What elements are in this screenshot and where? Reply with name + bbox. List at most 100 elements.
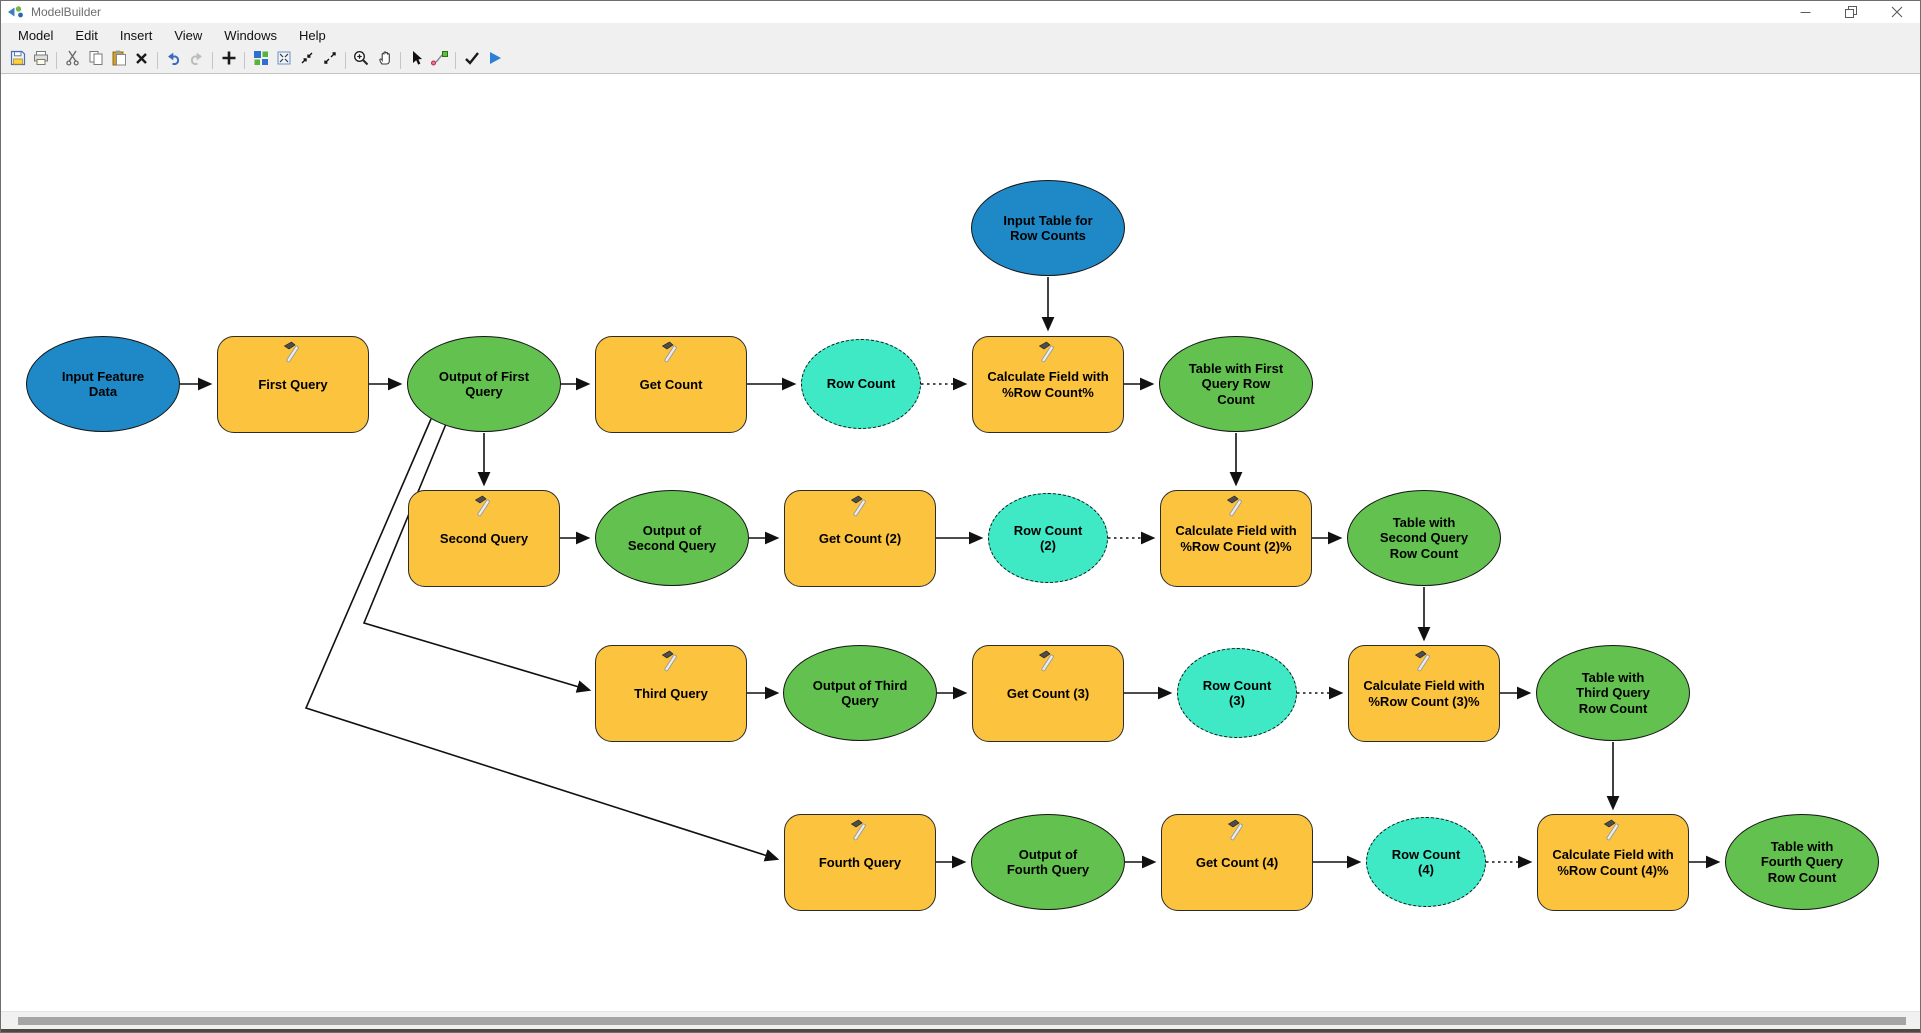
menu-insert[interactable]: Insert xyxy=(119,28,153,43)
node-table-with-third-query-row-count[interactable]: Table with Third Query Row Count xyxy=(1536,645,1690,741)
node-calculate-field-2[interactable]: Calculate Field with %Row Count (2)% xyxy=(1160,490,1312,587)
fixed-zoom-in-button[interactable] xyxy=(295,50,318,72)
fixed-zoom-in-icon xyxy=(299,50,315,71)
node-row-count-3[interactable]: Row Count (3) xyxy=(1177,648,1297,738)
hammer-tool-icon xyxy=(1036,649,1060,675)
toolbar-separator xyxy=(345,52,346,69)
node-row-count-2[interactable]: Row Count (2) xyxy=(988,493,1108,583)
node-third-query[interactable]: Third Query xyxy=(595,645,747,742)
hammer-tool-icon xyxy=(1412,649,1436,675)
node-row-count-4[interactable]: Row Count (4) xyxy=(1366,817,1486,907)
menu-help[interactable]: Help xyxy=(299,28,326,43)
titlebar: ModelBuilder xyxy=(1,1,1920,23)
node-second-query[interactable]: Second Query xyxy=(408,490,560,587)
undo-button[interactable] xyxy=(162,50,185,72)
node-calculate-field-4[interactable]: Calculate Field with %Row Count (4)% xyxy=(1537,814,1689,911)
run-icon xyxy=(488,51,502,70)
node-first-query[interactable]: First Query xyxy=(217,336,369,433)
hammer-tool-icon xyxy=(281,340,305,366)
minimize-button[interactable] xyxy=(1782,1,1828,23)
add-data-or-tool-button[interactable] xyxy=(217,50,240,72)
pan-icon xyxy=(377,50,393,71)
redo-icon xyxy=(188,50,205,71)
menu-model[interactable]: Model xyxy=(18,28,54,43)
node-output-of-first-query[interactable]: Output of First Query xyxy=(407,336,561,432)
print-icon xyxy=(33,50,49,71)
connect-icon xyxy=(431,50,448,71)
hammer-tool-icon xyxy=(1036,340,1060,366)
hammer-tool-icon xyxy=(1601,818,1625,844)
close-button[interactable] xyxy=(1874,1,1920,23)
fixed-zoom-out-icon xyxy=(322,50,338,71)
copy-icon xyxy=(88,50,104,71)
node-input-table-for-row-counts[interactable]: Input Table for Row Counts xyxy=(971,180,1125,276)
toolbar-separator xyxy=(56,52,57,69)
node-row-count[interactable]: Row Count xyxy=(801,339,921,429)
validate-icon xyxy=(464,51,480,70)
paste-icon xyxy=(111,50,127,71)
toolbar-separator xyxy=(400,52,401,69)
menu-edit[interactable]: Edit xyxy=(75,28,98,43)
pan-button[interactable] xyxy=(373,50,396,72)
fit-to-window-button[interactable] xyxy=(272,50,295,72)
node-table-with-second-query-row-count[interactable]: Table with Second Query Row Count xyxy=(1347,490,1501,586)
window-title: ModelBuilder xyxy=(31,5,102,19)
hammer-tool-icon xyxy=(848,494,872,520)
node-get-count-2[interactable]: Get Count (2) xyxy=(784,490,936,587)
node-table-with-first-query-row-count[interactable]: Table with First Query Row Count xyxy=(1159,336,1313,432)
node-output-of-fourth-query[interactable]: Output of Fourth Query xyxy=(971,814,1125,910)
toolbar xyxy=(1,48,1920,74)
node-get-count[interactable]: Get Count xyxy=(595,336,747,433)
select-button[interactable] xyxy=(405,50,428,72)
zoom-in-icon xyxy=(353,50,370,72)
save-icon xyxy=(10,50,26,71)
hammer-tool-icon xyxy=(659,340,683,366)
save-button[interactable] xyxy=(6,50,29,72)
undo-icon xyxy=(165,50,182,71)
print-button[interactable] xyxy=(29,50,52,72)
hammer-tool-icon xyxy=(472,494,496,520)
node-get-count-3[interactable]: Get Count (3) xyxy=(972,645,1124,742)
delete-icon xyxy=(135,52,148,70)
delete-button[interactable] xyxy=(130,50,153,72)
node-calculate-field-1[interactable]: Calculate Field with %Row Count% xyxy=(972,336,1124,433)
menu-windows[interactable]: Windows xyxy=(224,28,278,43)
toolbar-separator xyxy=(244,52,245,69)
auto-layout-icon xyxy=(253,50,269,71)
node-table-with-fourth-query-row-count[interactable]: Table with Fourth Query Row Count xyxy=(1725,814,1879,910)
zoom-in-button[interactable] xyxy=(350,50,373,72)
add-data-or-tool-icon xyxy=(221,50,237,71)
hammer-tool-icon xyxy=(1225,818,1249,844)
node-input-feature-data[interactable]: Input Feature Data xyxy=(26,336,180,432)
node-output-of-second-query[interactable]: Output of Second Query xyxy=(595,490,749,586)
horizontal-scrollbar-thumb[interactable] xyxy=(18,1017,1906,1025)
horizontal-scrollbar[interactable] xyxy=(1,1011,1920,1029)
copy-button[interactable] xyxy=(84,50,107,72)
cut-icon xyxy=(65,50,80,71)
node-get-count-4[interactable]: Get Count (4) xyxy=(1161,814,1313,911)
hammer-tool-icon xyxy=(659,649,683,675)
connector-arrows xyxy=(180,277,1721,869)
menubar: Model Edit Insert View Windows Help xyxy=(1,23,1920,48)
toolbar-separator xyxy=(212,52,213,69)
node-output-of-third-query[interactable]: Output of Third Query xyxy=(783,645,937,741)
redo-button[interactable] xyxy=(185,50,208,72)
hammer-tool-icon xyxy=(848,818,872,844)
menu-view[interactable]: View xyxy=(174,28,203,43)
maximize-restore-button[interactable] xyxy=(1828,1,1874,23)
run-button[interactable] xyxy=(483,50,506,72)
paste-button[interactable] xyxy=(107,50,130,72)
auto-layout-button[interactable] xyxy=(249,50,272,72)
modelbuilder-app-icon xyxy=(7,5,25,19)
node-fourth-query[interactable]: Fourth Query xyxy=(784,814,936,911)
model-canvas[interactable]: Input Feature Data First Query Output of… xyxy=(1,74,1920,1011)
connect-button[interactable] xyxy=(428,50,451,72)
toolbar-separator xyxy=(455,52,456,69)
cut-button[interactable] xyxy=(61,50,84,72)
fixed-zoom-out-button[interactable] xyxy=(318,50,341,72)
validate-button[interactable] xyxy=(460,50,483,72)
node-calculate-field-3[interactable]: Calculate Field with %Row Count (3)% xyxy=(1348,645,1500,742)
fit-to-window-icon xyxy=(276,50,292,71)
select-icon xyxy=(410,50,424,71)
